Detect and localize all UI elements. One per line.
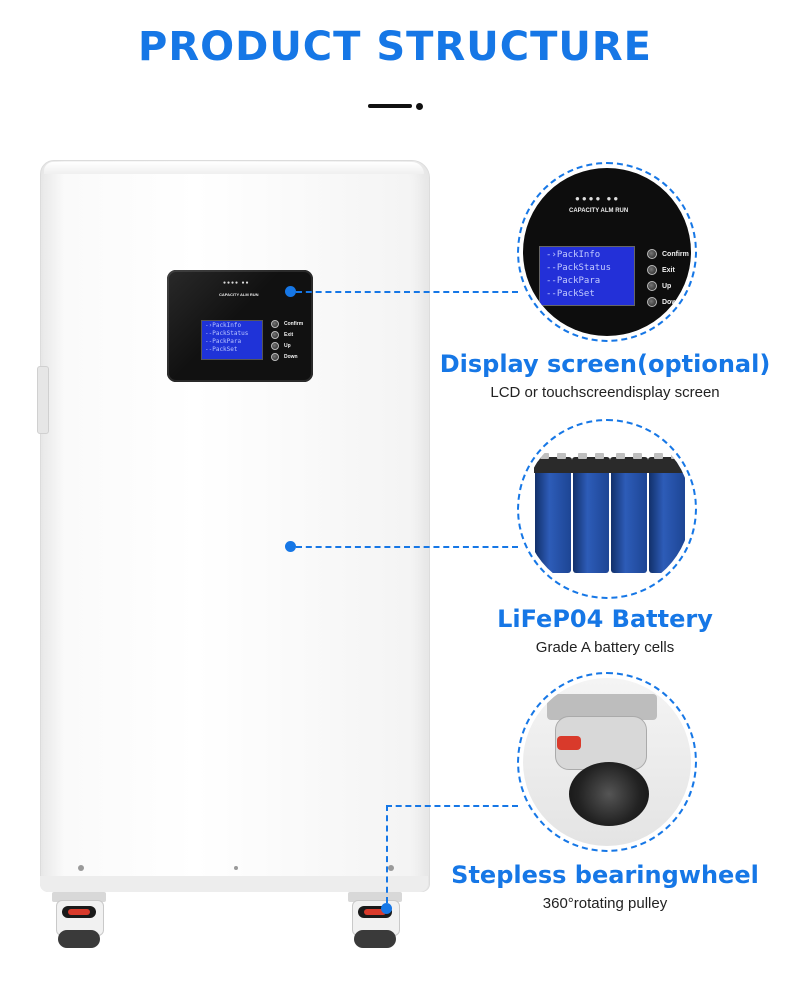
battery-callout-subtitle: Grade A battery cells: [535, 639, 675, 656]
confirm-label: Confirm: [662, 250, 689, 258]
exit-label: Exit: [284, 331, 294, 338]
control-panel: ●●●● ●● CAPACITY ALM RUN -›PackInfo --Pa…: [167, 270, 313, 382]
battery-cell: [610, 453, 648, 573]
cabinet-base: [40, 876, 428, 892]
up-label: Up: [284, 342, 291, 349]
panel-buttons-zoom: Confirm Exit Up Down: [647, 246, 689, 310]
screw-right: [388, 865, 394, 871]
battery-cell: [648, 453, 686, 573]
display-zoom-circle: ●●●● ●● CAPACITY ALM RUN -›PackInfo --Pa…: [517, 162, 697, 342]
lcd-menu-item: --PackStatus: [546, 263, 612, 273]
connector-wheel: [386, 805, 518, 807]
anchor-battery: [285, 541, 296, 552]
title-dot: [416, 103, 423, 110]
battery-zoom-circle: [517, 419, 697, 599]
anchor-display: [285, 286, 296, 297]
led-indicators-icon: ●●●● ●●: [575, 194, 621, 203]
led-indicators-icon: ●●●● ●●: [223, 280, 250, 286]
down-label: Down: [662, 298, 682, 306]
anchor-wheel: [381, 903, 392, 914]
lcd-menu-item: -›PackInfo: [546, 250, 601, 260]
round-button-icon: [647, 249, 657, 259]
caster-wheel-right: [344, 892, 406, 950]
page-title: PRODUCT STRUCTURE: [138, 24, 652, 70]
screw-center: [234, 866, 238, 870]
round-button-icon: [271, 319, 279, 328]
lcd-menu-item: --PackSet: [205, 346, 238, 353]
wheel-mount-plate: [547, 694, 657, 720]
battery-cell: [534, 453, 572, 573]
display-callout-subtitle: LCD or touchscreendisplay screen: [490, 384, 720, 401]
round-button-icon: [647, 281, 657, 291]
lcd-menu-item: --PackPara: [205, 338, 242, 345]
cabinet-top-edge: [44, 162, 424, 174]
connector-battery: [296, 546, 518, 548]
lcd-screen-zoom: -›PackInfo --PackStatus --PackPara --Pac…: [539, 246, 635, 306]
screw-left: [78, 865, 84, 871]
wheel-callout-subtitle: 360°rotating pulley: [542, 895, 668, 912]
lcd-menu-item: --PackSet: [546, 289, 595, 299]
lcd-menu-item: --PackStatus: [205, 330, 249, 337]
lcd-screen: -›PackInfo --PackStatus --PackPara --Pac…: [201, 320, 263, 360]
display-callout-title: Display screen(optional): [439, 350, 771, 378]
connector-wheel-vertical: [386, 805, 388, 903]
round-button-icon: [647, 297, 657, 307]
wheel-brake: [557, 736, 581, 750]
exit-label: Exit: [662, 266, 675, 274]
round-button-icon: [647, 265, 657, 275]
wheel-zoom-circle: [517, 672, 697, 852]
battery-callout-title: LiFeP04 Battery: [497, 605, 713, 633]
round-button-icon: [271, 330, 279, 339]
wheel-tire: [569, 762, 649, 826]
up-label: Up: [662, 282, 672, 290]
lcd-menu-item: -›PackInfo: [205, 322, 242, 329]
wheel-callout-title: Stepless bearingwheel: [451, 861, 759, 889]
round-button-icon: [271, 341, 279, 350]
battery-cell: [572, 453, 610, 573]
connector-display: [296, 291, 518, 293]
confirm-label: Confirm: [284, 320, 304, 327]
panel-buttons: Confirm Exit Up Down: [271, 318, 303, 362]
caster-wheel-left: [48, 892, 110, 950]
title-underline: [368, 104, 412, 108]
side-handle: [37, 366, 49, 434]
indicator-caption-zoom: CAPACITY ALM RUN: [569, 208, 629, 214]
lcd-menu-item: --PackPara: [546, 276, 601, 286]
indicator-caption: CAPACITY ALM RUN: [219, 292, 259, 297]
round-button-icon: [271, 352, 279, 361]
down-label: Down: [284, 353, 298, 360]
